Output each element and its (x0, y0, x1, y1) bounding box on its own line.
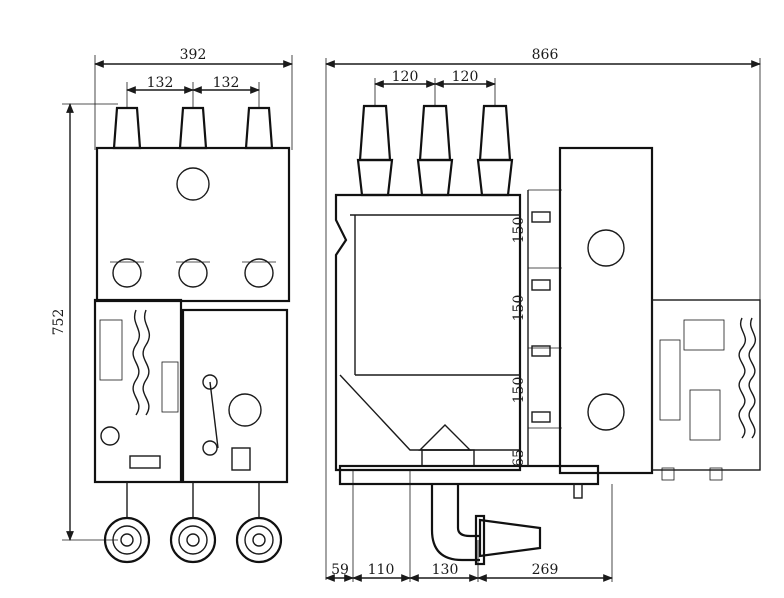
front-spacing-right-dim: 132 (213, 75, 240, 91)
front-width-dim: 392 (180, 47, 207, 63)
side-view: 866 120 120 (325, 47, 761, 580)
side-spacing-left-dim: 120 (392, 69, 419, 85)
side-width-dim: 866 (532, 47, 559, 63)
side-v4-dim: 65 (511, 449, 527, 467)
bottom-dims: 59 110 130 269 (325, 470, 613, 582)
side-v2-dim: 150 (511, 295, 527, 322)
bottom-d-dim: 269 (532, 562, 559, 578)
bottom-b-dim: 110 (368, 562, 395, 578)
side-v1-dim: 150 (511, 217, 527, 244)
front-height-dim: 752 (51, 309, 67, 336)
bottom-c-dim: 130 (432, 562, 459, 578)
side-stud (531, 211, 551, 423)
front-wheel (103, 516, 283, 564)
front-bushing (112, 106, 274, 150)
front-spacing-left-dim: 132 (147, 75, 174, 91)
bottom-a-dim: 59 (331, 562, 349, 578)
side-v3-dim: 150 (511, 377, 527, 404)
front-view: 392 132 132 752 (51, 47, 293, 564)
side-spacing-right-dim: 120 (452, 69, 479, 85)
side-bushing (356, 104, 514, 197)
